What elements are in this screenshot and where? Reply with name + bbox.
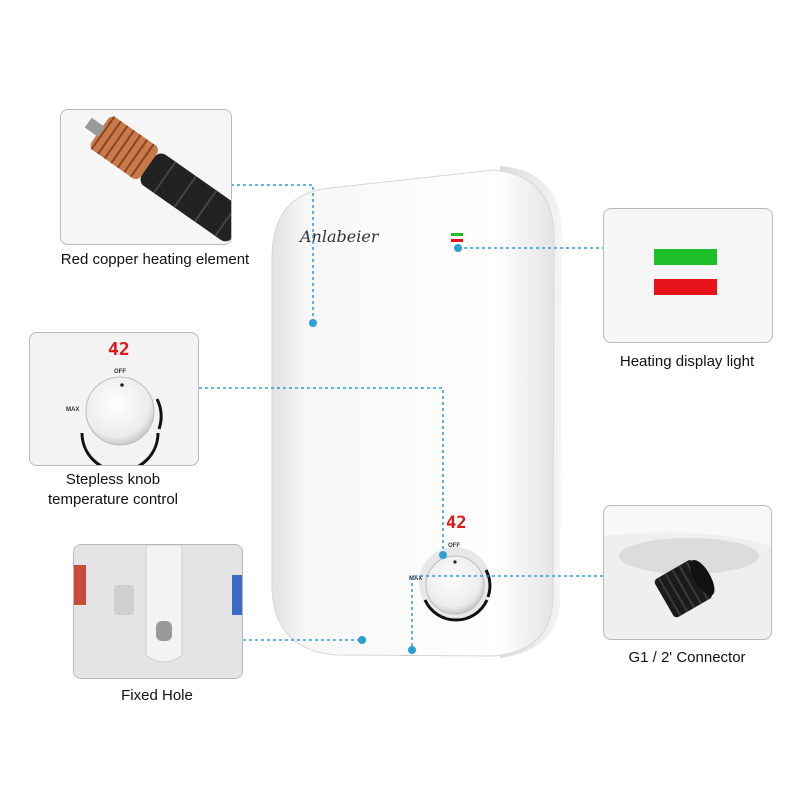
temperature-knob[interactable]	[425, 555, 485, 615]
knob-caption-line2: temperature control	[47, 491, 179, 508]
display-light-callout	[603, 208, 773, 343]
connector-caption: G1 / 2' Connector	[628, 649, 746, 666]
brand-logo: Anlabeier	[298, 227, 380, 246]
leader-lines	[199, 184, 603, 650]
heating-element-caption: Red copper heating element	[60, 251, 250, 268]
green-light-bar	[654, 249, 717, 265]
heater-front-panel	[271, 169, 555, 657]
indicator-green	[451, 233, 463, 236]
indicator-red	[451, 239, 463, 242]
fixed-hole-image	[74, 545, 242, 678]
knob-off-label: OFF	[448, 543, 460, 549]
display-light-caption: Heating display light	[619, 353, 755, 370]
leader-dots	[309, 244, 462, 654]
svg-text:OFF: OFF	[114, 369, 126, 375]
svg-text:42: 42	[108, 339, 130, 360]
fixed-hole-callout	[73, 544, 243, 679]
temperature-display: 42	[446, 513, 466, 533]
fixed-hole-caption: Fixed Hole	[121, 687, 193, 704]
knob-caption-line1: Stepless knob	[65, 471, 161, 488]
heating-element-callout	[60, 109, 232, 245]
red-light-bar	[654, 279, 717, 295]
knob-max-label: MAX	[409, 576, 422, 582]
knob-callout: 42 OFF MAX	[29, 332, 199, 466]
knob-closeup-image: 42 OFF MAX	[66, 339, 163, 465]
heating-element-image	[84, 116, 231, 242]
knob-caption: Stepless knob temperature control	[20, 470, 206, 510]
svg-text:MAX: MAX	[66, 407, 79, 413]
connector-callout	[603, 505, 772, 640]
connector-image	[604, 506, 771, 618]
